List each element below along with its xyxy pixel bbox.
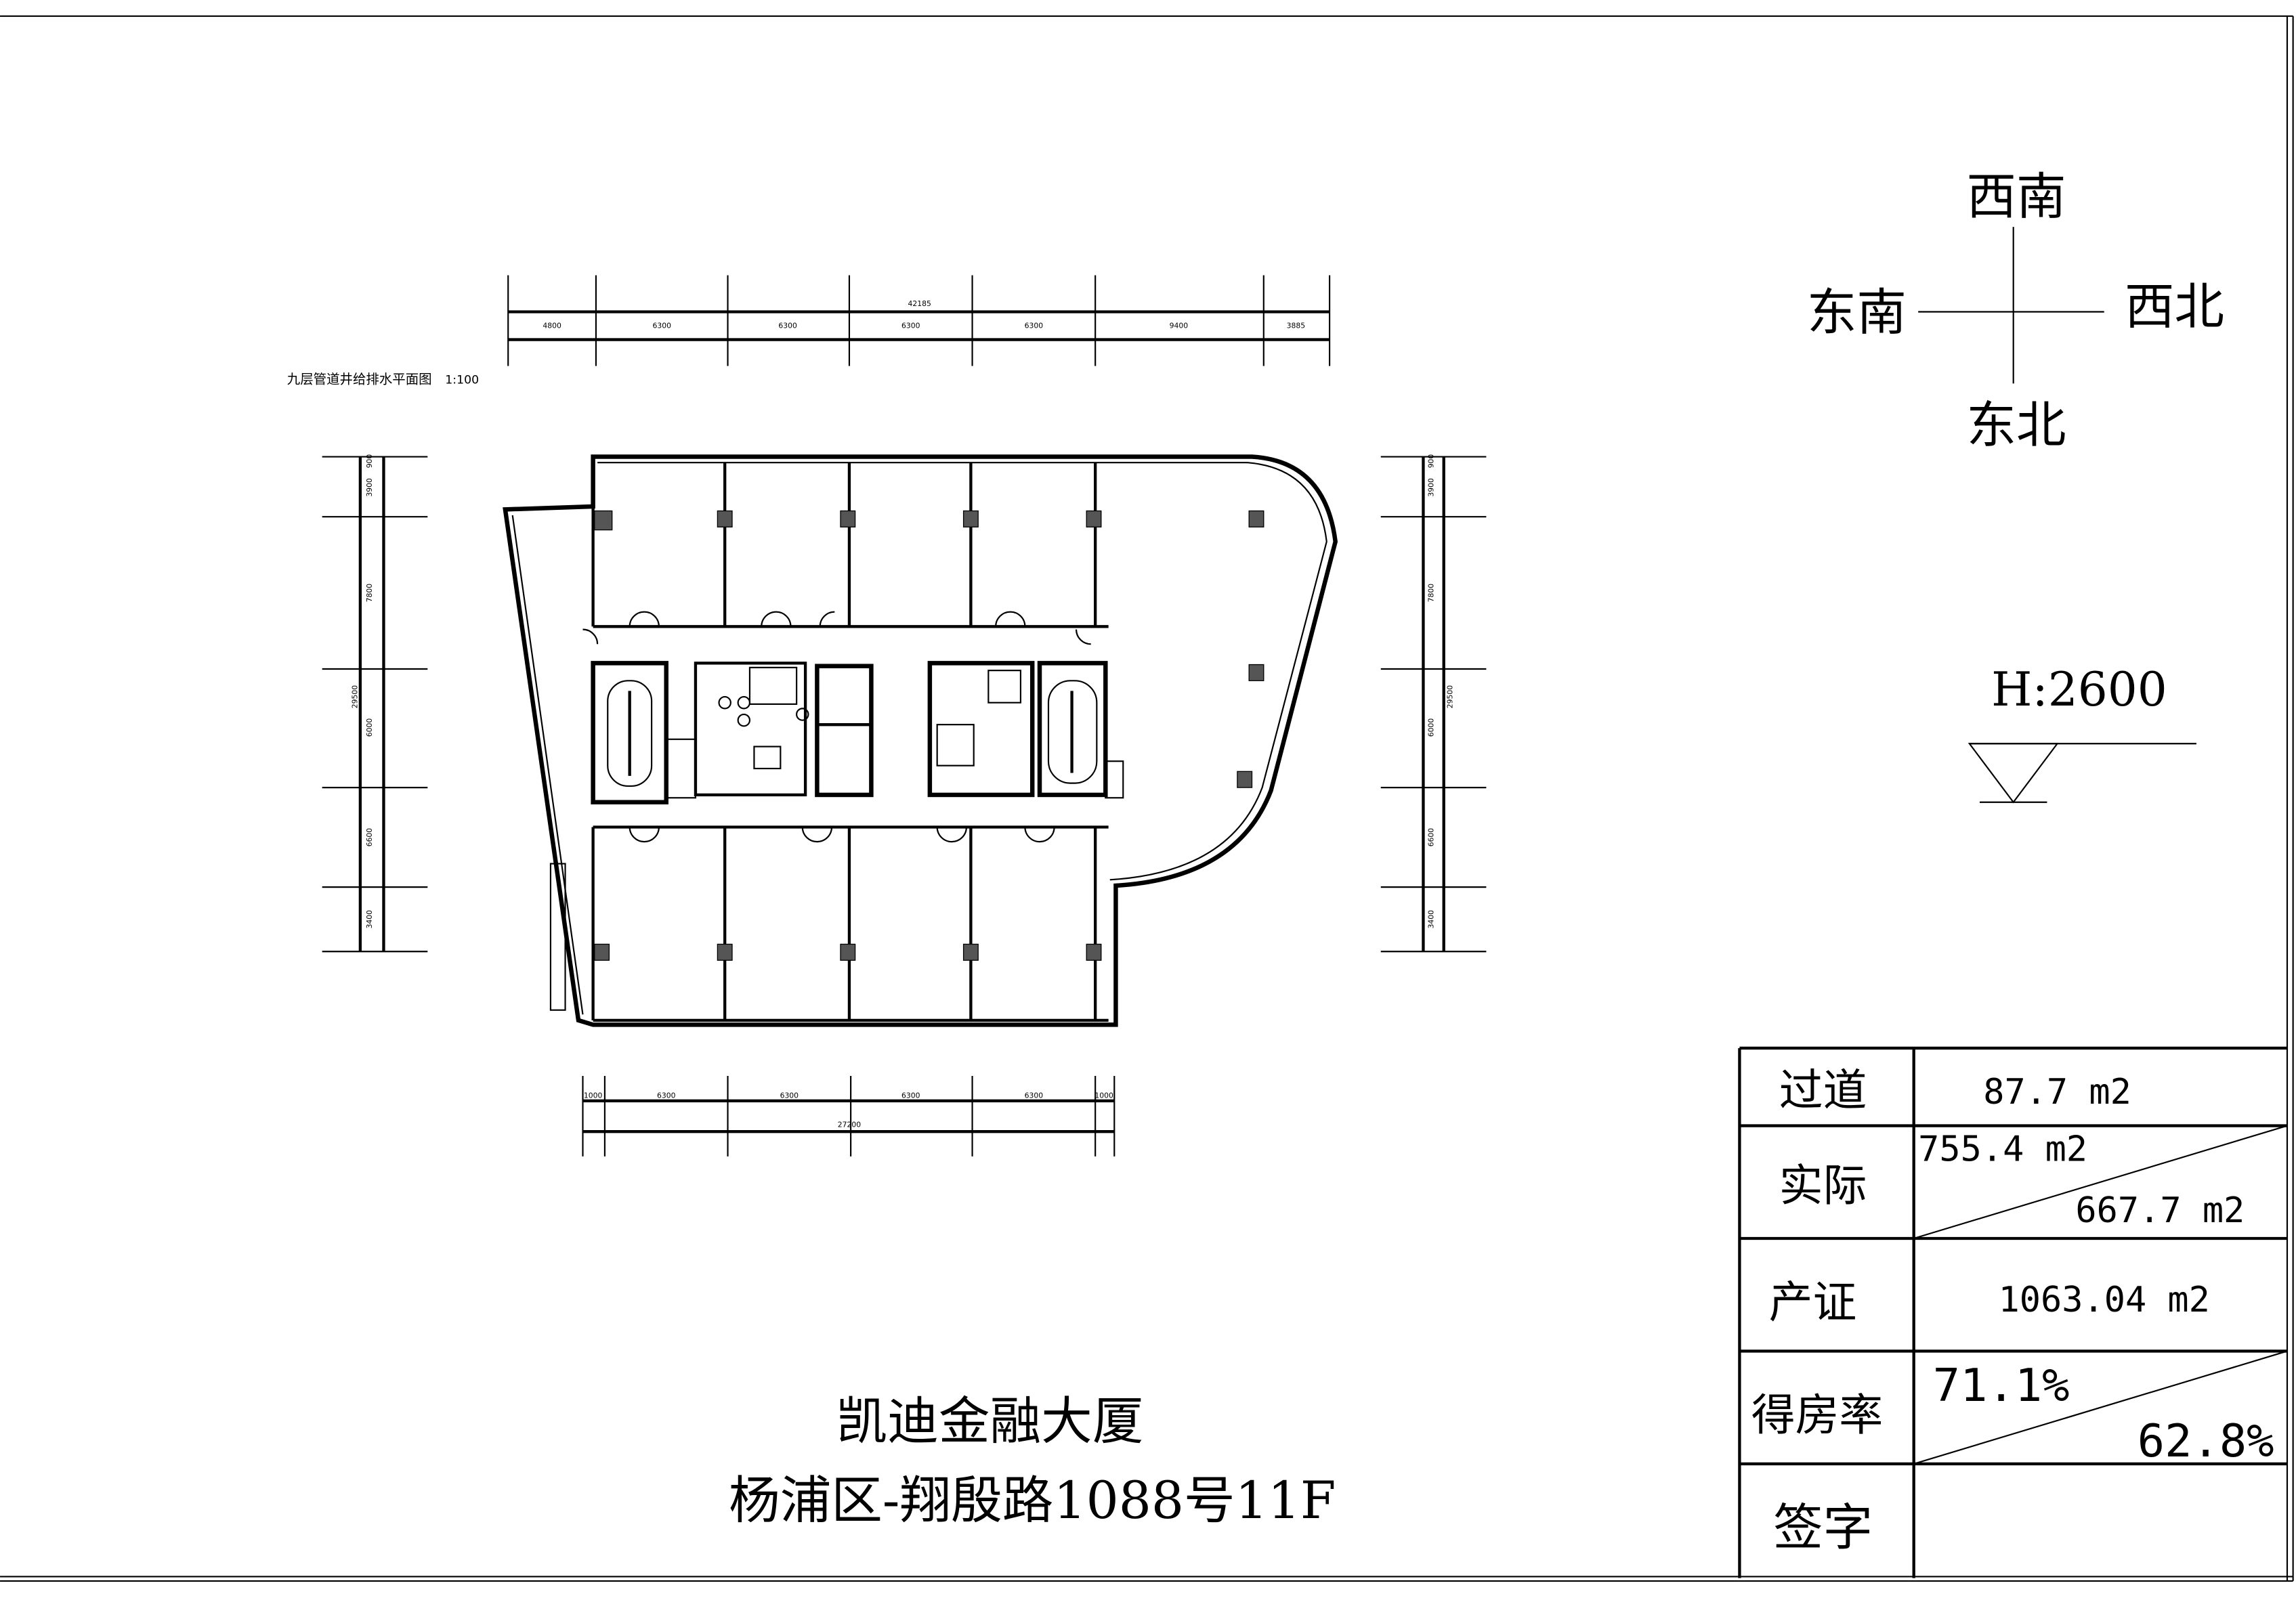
doors	[582, 611, 1091, 843]
dim-left-total: 29500	[351, 685, 360, 708]
dim-top-total: 42185	[908, 299, 931, 308]
table-label-signature: 签字	[1773, 1499, 1873, 1557]
dim-right-5: 3400	[1427, 910, 1436, 929]
dim-bottom-3: 6300	[901, 1091, 920, 1100]
dim-bottom-5: 1000	[1094, 1091, 1113, 1100]
dim-left-5: 3400	[365, 910, 374, 929]
dim-left-3: 6000	[365, 718, 374, 737]
structural-columns	[594, 510, 1264, 961]
dim-bottom-4: 6300	[1025, 1091, 1044, 1100]
bottom-dimension-chain: 1000 6300 6300 6300 6300 1000 27200	[582, 1076, 1115, 1156]
table-value-corridor: 87.7 m2	[1983, 1072, 2131, 1112]
table-value-efficiency-upper: 71.1%	[1933, 1359, 2070, 1412]
left-dimension-chain: 900 3900 7800 6000 6600 3400 29500	[322, 454, 428, 953]
dim-left-4: 6600	[365, 828, 374, 847]
dim-right-3: 6000	[1427, 718, 1436, 737]
compass-bottom-label: 东北	[1967, 397, 2066, 454]
drawing-scale: 1:100	[445, 373, 479, 387]
dim-top-5: 9400	[1170, 321, 1189, 330]
top-dimension-chain: 42185 4800 6300 6300 6300 6300 9400 3885	[507, 275, 1331, 366]
dim-left-0: 900	[365, 454, 374, 469]
building-name: 凯迪金融大厦	[836, 1391, 1144, 1451]
dim-top-0: 4800	[543, 321, 561, 330]
dim-top-2: 6300	[778, 321, 797, 330]
building-core	[591, 661, 1124, 804]
dim-bottom-1: 6300	[657, 1091, 676, 1100]
dim-bottom-0: 1000	[584, 1091, 603, 1100]
dim-left-1: 3900	[365, 478, 374, 497]
table-value-efficiency-lower: 62.8%	[2138, 1414, 2274, 1467]
dim-right-4: 6600	[1427, 828, 1436, 847]
exterior-wall	[503, 454, 1338, 1027]
dim-bottom-total: 27200	[838, 1121, 861, 1129]
dim-right-2: 7800	[1427, 584, 1436, 603]
dim-top-4: 6300	[1025, 321, 1044, 330]
compass-left-label: 东南	[1807, 284, 1907, 341]
table-label-actual: 实际	[1779, 1161, 1867, 1211]
dim-top-1: 6300	[652, 321, 671, 330]
orientation-compass: 西南 东南 西北 东北	[1807, 169, 2224, 454]
table-label-corridor: 过道	[1779, 1065, 1867, 1116]
dim-right-total: 29500	[1446, 685, 1455, 708]
drawing-subtitle: 九层管道井给排水平面图	[287, 371, 432, 387]
elevation-label: H:2600	[1991, 663, 2167, 717]
table-value-actual-upper: 755.4 m2	[1918, 1129, 2087, 1169]
compass-top-label: 西南	[1967, 169, 2066, 226]
dim-bottom-2: 6300	[780, 1091, 799, 1100]
dim-right-1: 3900	[1427, 478, 1436, 497]
floor-plan	[503, 454, 1338, 1027]
dim-top-6: 3885	[1287, 321, 1305, 330]
drawing-frame	[0, 15, 2294, 1582]
elevation-marker: H:2600	[1968, 663, 2196, 804]
compass-right-label: 西北	[2125, 278, 2224, 336]
table-value-actual-lower: 667.7 m2	[2075, 1190, 2245, 1231]
area-table: 过道 87.7 m2 实际 755.4 m2 667.7 m2 产证 1063.…	[1738, 1046, 2288, 1578]
right-dimension-chain: 900 3900 7800 6000 6600 3400 29500	[1380, 454, 1487, 953]
top-offices	[591, 462, 1109, 628]
table-label-certificate: 产证	[1769, 1278, 1857, 1328]
building-address: 杨浦区-翔殷路1088号11F	[729, 1471, 1336, 1530]
dim-left-2: 7800	[365, 584, 374, 603]
bottom-offices	[591, 825, 1109, 1020]
dim-right-0: 900	[1427, 454, 1436, 469]
table-value-certificate: 1063.04 m2	[1999, 1280, 2210, 1320]
elevation-triangle-icon	[1968, 743, 2059, 804]
dim-top-3: 6300	[901, 321, 920, 330]
table-label-efficiency: 得房率	[1751, 1390, 1884, 1441]
